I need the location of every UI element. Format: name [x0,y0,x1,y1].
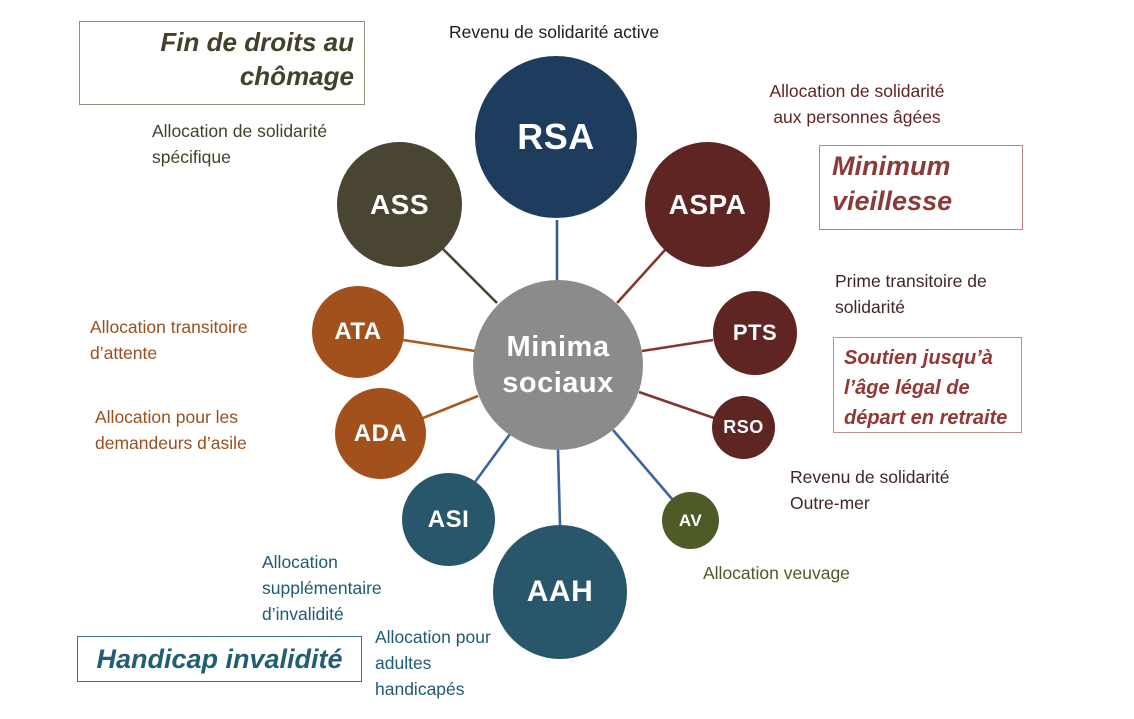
label-ata-full-name: Allocation transitoire d’attente [90,317,248,363]
node-av-abbr: AV [678,510,703,530]
label-asi-full-name: Allocation supplémentaire d’invalidité [262,552,382,624]
label-pts-full-name: Prime transitoire de solidarité [835,271,987,317]
node-av: AV [662,492,719,549]
node-ada: ADA [335,388,426,479]
node-rsa-abbr: RSA [517,116,595,157]
label-aspa-full-name: Allocation de solidarité aux personnes â… [769,81,945,127]
node-ass-abbr: ASS [369,188,430,220]
label-rsa-full-name: Revenu de solidarité active [449,22,660,42]
connector-pts [641,338,714,353]
node-ass: ASS [337,142,462,267]
connector-aah [556,449,562,526]
node-pts-abbr: PTS [732,320,778,345]
node-minima-sociaux-hub: Minima sociaux [473,280,643,450]
callout-fin-de-droits-au-chomage: Fin de droits au chômage [79,21,365,105]
node-aah-abbr: AAH [526,575,594,608]
node-asi-abbr: ASI [427,505,470,533]
connector-ata [402,338,476,353]
node-rsa: RSA [475,56,637,218]
connector-asi [473,433,512,483]
node-aspa: ASPA [645,142,770,267]
node-ata: ATA [312,286,404,378]
label-aah-full-name: Allocation pour adultes handicapés [375,627,491,699]
connector-ada [422,394,479,420]
connector-rso [638,390,715,420]
node-aspa-abbr: ASPA [668,188,747,220]
callout-handicap-invalidite: Handicap invalidité [77,636,362,682]
connector-av [612,429,673,500]
node-pts: PTS [713,291,797,375]
label-av-full-name: Allocation veuvage [703,563,850,583]
label-ada-full-name: Allocation pour les demandeurs d’asile [95,407,247,453]
node-asi: ASI [402,473,495,566]
node-rso: RSO [712,396,775,459]
connector-aspa [616,249,666,304]
connector-ass [442,248,498,304]
label-rso-full-name: Revenu de solidarité Outre-mer [790,467,950,513]
callout-minimum-vieillesse: Minimum vieillesse [819,145,1023,230]
node-aah: AAH [493,525,627,659]
node-ata-abbr: ATA [334,318,382,345]
node-ada-abbr: ADA [353,419,408,447]
node-rso-abbr: RSO [723,417,764,437]
callout-soutien-age-retraite: Soutien jusqu’à l’âge légal de départ en… [833,337,1022,433]
label-ass-full-name: Allocation de solidarité spécifique [152,121,328,167]
